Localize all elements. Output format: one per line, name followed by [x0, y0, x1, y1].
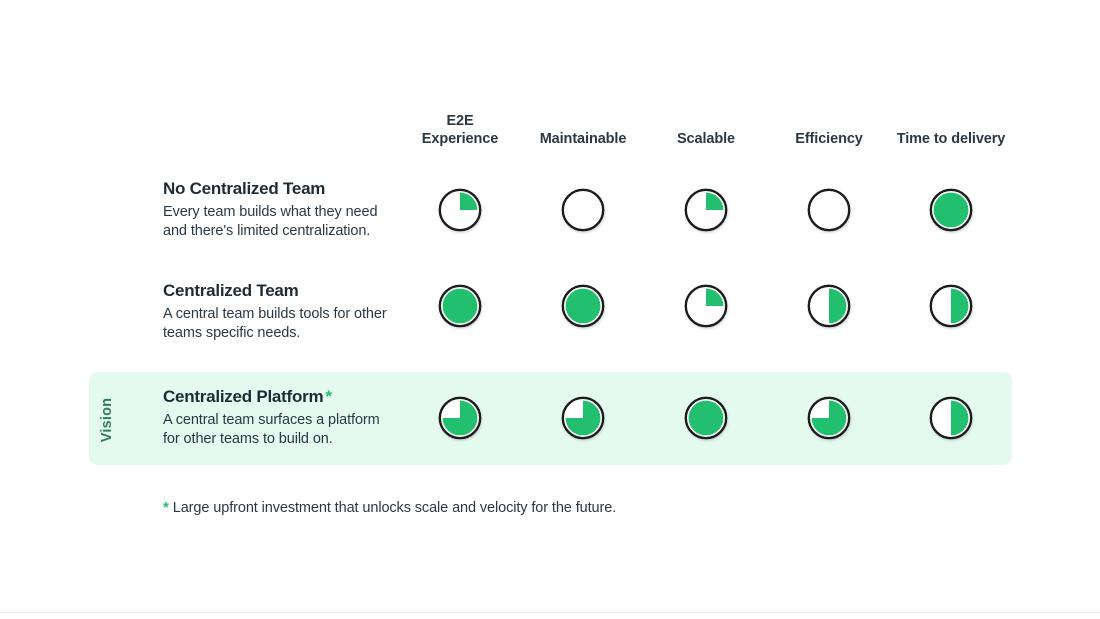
dial-centralized-team-efficiency — [807, 284, 851, 328]
row-title-centralized-team: Centralized Team — [163, 280, 403, 302]
dial-no-centralized-team-scalable — [684, 188, 728, 232]
vision-side-label: Vision — [96, 392, 118, 448]
footnote: *Large upfront investment that unlocks s… — [163, 498, 616, 518]
column-header-e2e-experience: E2E Experience — [421, 113, 499, 147]
row-title-no-centralized-team: No Centralized Team — [163, 178, 403, 200]
vision-side-label-text: Vision — [99, 397, 116, 443]
dial-centralized-team-time-to-delivery — [929, 284, 973, 328]
footnote-text: Large upfront investment that unlocks sc… — [172, 500, 617, 516]
dial-centralized-platform-scalable — [684, 396, 728, 440]
dial-centralized-platform-time-to-delivery — [929, 396, 973, 440]
bottom-divider — [0, 612, 1100, 613]
row-title-centralized-platform: Centralized Platform* — [163, 386, 403, 408]
row-title-asterisk-icon: * — [325, 387, 332, 406]
footnote-asterisk-icon: * — [163, 499, 169, 516]
dial-centralized-platform-maintainable — [561, 396, 605, 440]
column-header-time-to-delivery: Time to delivery — [896, 131, 1006, 147]
row-title-text: Centralized Platform — [163, 387, 324, 406]
column-header-efficiency: Efficiency — [795, 131, 863, 147]
dial-centralized-team-maintainable — [561, 284, 605, 328]
dial-no-centralized-team-time-to-delivery — [929, 188, 973, 232]
dial-centralized-team-e2e-experience — [438, 284, 482, 328]
dial-centralized-team-scalable — [684, 284, 728, 328]
dial-no-centralized-team-efficiency — [807, 188, 851, 232]
row-title-text: Centralized Team — [163, 281, 299, 300]
row-title-text: No Centralized Team — [163, 179, 326, 198]
row-label-centralized-platform: Centralized Platform* A central team surf… — [163, 386, 403, 448]
highlighted-row-background — [89, 372, 1012, 465]
row-label-centralized-team: Centralized Team A central team builds to… — [163, 280, 403, 342]
row-description-centralized-platform: A central team surfaces a platform for o… — [163, 412, 380, 447]
column-header-scalable: Scalable — [676, 131, 736, 147]
row-description-no-centralized-team: Every team builds what they need and the… — [163, 204, 378, 239]
column-header-maintainable: Maintainable — [539, 131, 627, 147]
dial-centralized-platform-e2e-experience — [438, 396, 482, 440]
row-description-centralized-team: A central team builds tools for other te… — [163, 306, 387, 341]
dial-no-centralized-team-maintainable — [561, 188, 605, 232]
dial-centralized-platform-efficiency — [807, 396, 851, 440]
dial-no-centralized-team-e2e-experience — [438, 188, 482, 232]
